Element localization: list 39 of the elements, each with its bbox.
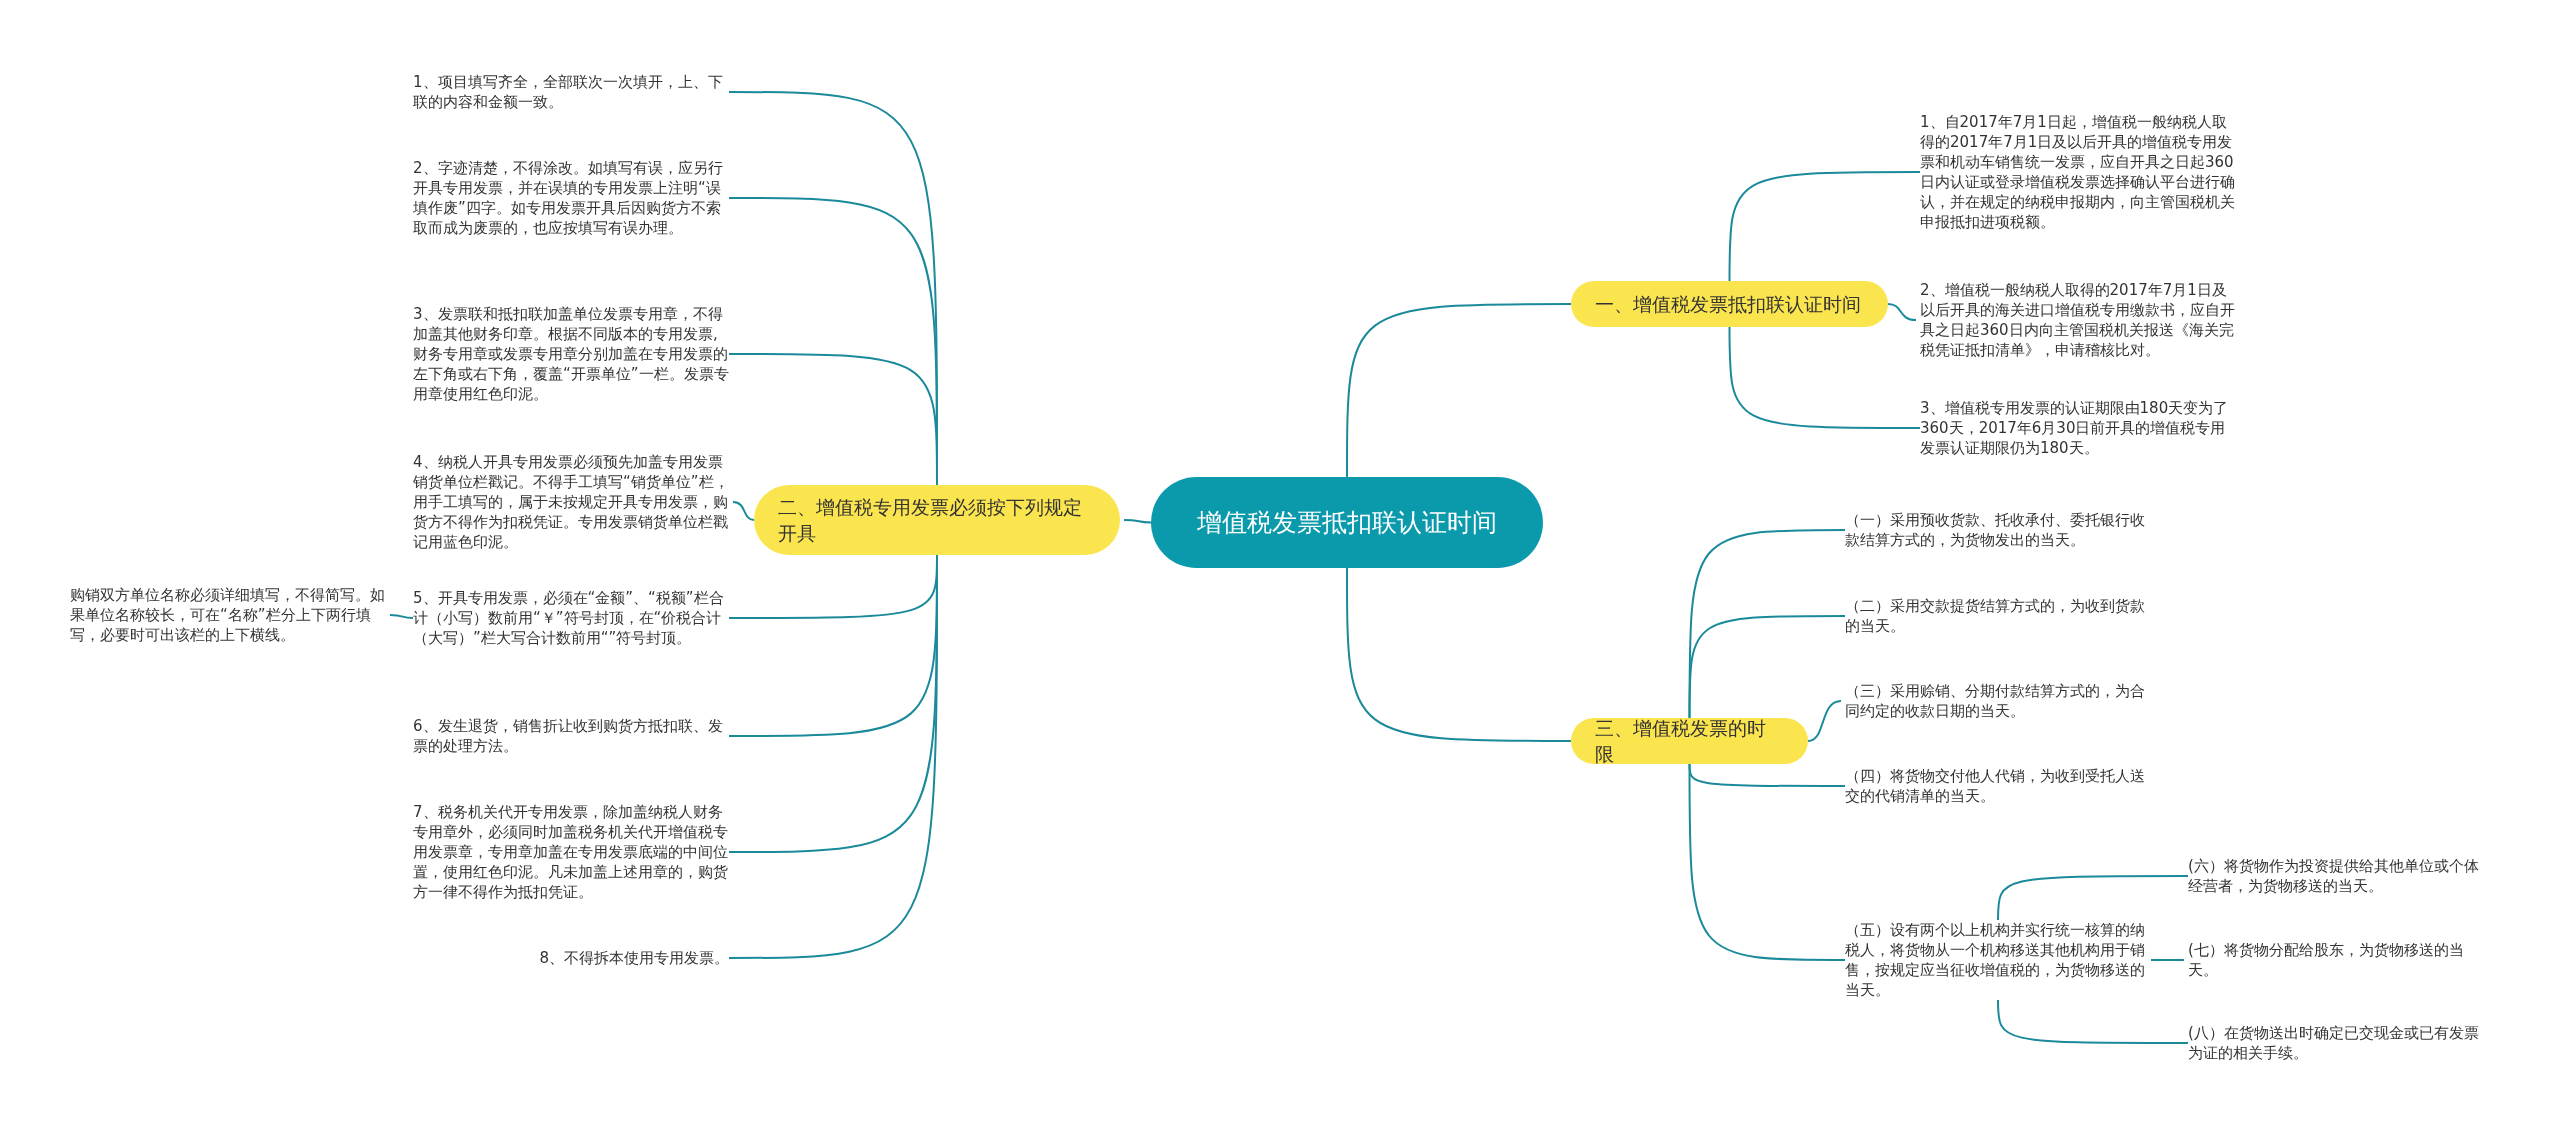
topic-pill: 二、增值税专用发票必须按下列规定开具 (754, 485, 1120, 555)
note-text: （二）采用交款提货结算方式的，为收到货款的当天。 (1845, 596, 2151, 636)
note-text: 6、发生退货，销售折让收到购货方抵扣联、发票的处理方法。 (413, 716, 729, 756)
note-text: (八）在货物送出时确定已交现金或已有发票为证的相关手续。 (2188, 1023, 2484, 1063)
connector-line (1997, 999, 2189, 1044)
connector-line (389, 614, 414, 619)
note-text: 2、增值税一般纳税人取得的2017年7月1日及以后开具的海关进口增值税专用缴款书，应自开具之日起360日内向主管国税机关报送《海关完税凭证抵扣清单》，申请稽核比对。 (1920, 280, 2238, 360)
connector-line (728, 353, 938, 486)
connector-line (2150, 959, 2185, 961)
connector-line (1728, 171, 1921, 282)
note-text: 3、增值税专用发票的认证期限由180天变为了360天，2017年6月30日前开具的增值税专用发票认证期限仍为180天。 (1920, 398, 2238, 458)
note-text: (六）将货物作为投资提供给其他单位或个体经营者，为货物移送的当天。 (2188, 856, 2484, 896)
connector-line (1688, 615, 1846, 719)
connector-line (1887, 303, 1917, 321)
note-text: 购销双方单位名称必须详细填写，不得简写。如果单位名称较长，可在“名称”栏分上下两行填写，必要时可出该栏的上下横线。 (70, 585, 386, 645)
note-text: 1、项目填写齐全，全部联次一次填开，上、下联的内容和金额一致。 (413, 72, 729, 112)
note-text: 4、纳税人开具专用发票必须预先加盖专用发票销货单位栏戳记。不得手工填写“销货单位”栏，用手工填写的，属于未按规定开具专用发票，购货方不得作为扣税凭证。专用发票销货单位栏戳记用蓝色印泥。 (413, 452, 729, 552)
note-text: (七）将货物分配给股东，为货物移送的当天。 (2188, 940, 2484, 980)
connector-line (1728, 326, 1921, 429)
note-text: （五）设有两个以上机构并实行统一核算的纳税人，将货物从一个机构移送其他机构用于销售，按规定应当征收增值税的，为货物移送的当天。 (1845, 920, 2151, 1000)
connector-line (1346, 567, 1572, 742)
connector-line (1346, 303, 1572, 478)
connector-line (1123, 519, 1152, 524)
topic-pill: 一、增值税发票抵扣联认证时间 (1571, 281, 1888, 327)
connector-line (1688, 763, 1846, 961)
note-text: 2、字迹清楚，不得涂改。如填写有误，应另行开具专用发票，并在误填的专用发票上注明“误填作废”四字。如专用发票开具后因购货方不索取而成为废票的，也应按填写有误办理。 (413, 158, 729, 238)
connector-line (1807, 700, 1842, 742)
note-text: 5、开具专用发票，必须在“金额”、“税额”栏合计（小写）数前用“￥”符号封顶，在“价税合计（大写）”栏大写合计数前用“”符号封顶。 (413, 588, 729, 648)
note-text: （三）采用赊销、分期付款结算方式的，为合同约定的收款日期的当天。 (1845, 681, 2151, 721)
connector-line (1997, 875, 2189, 921)
topic-pill: 三、增值税发票的时限 (1571, 718, 1808, 764)
connector-line (732, 501, 755, 521)
note-text: （四）将货物交付他人代销，为收到受托人送交的代销清单的当天。 (1845, 766, 2151, 806)
note-text: 7、税务机关代开专用发票，除加盖纳税人财务专用章外，必须同时加盖税务机关代开增值税专用发票章，专用章加盖在专用发票底端的中间位置，使用红色印泥。凡未加盖上述用章的，购货方一律不得作为抵扣凭证。 (413, 802, 729, 902)
central-topic: 增值税发票抵扣联认证时间 (1151, 477, 1543, 568)
note-text: 3、发票联和抵扣联加盖单位发票专用章，不得加盖其他财务印章。根据不同版本的专用发票,财务专用章或发票专用章分别加盖在专用发票的左下角或右下角，覆盖“开票单位”一栏。发票专用章使用红色印泥。 (413, 304, 729, 404)
note-text: 1、自2017年7月1日起，增值税一般纳税人取得的2017年7月1日及以后开具的增值税专用发票和机动车销售统一发票，应自开具之日起360日内认证或登录增值税发票选择确认平台进行确认，并在规定的纳税申报期内，向主管国税机关申报抵扣进项税额。 (1920, 112, 2238, 232)
note-text: 8、不得拆本使用专用发票。 (413, 948, 729, 968)
note-text: （一）采用预收货款、托收承付、委托银行收款结算方式的，为货物发出的当天。 (1845, 510, 2151, 550)
